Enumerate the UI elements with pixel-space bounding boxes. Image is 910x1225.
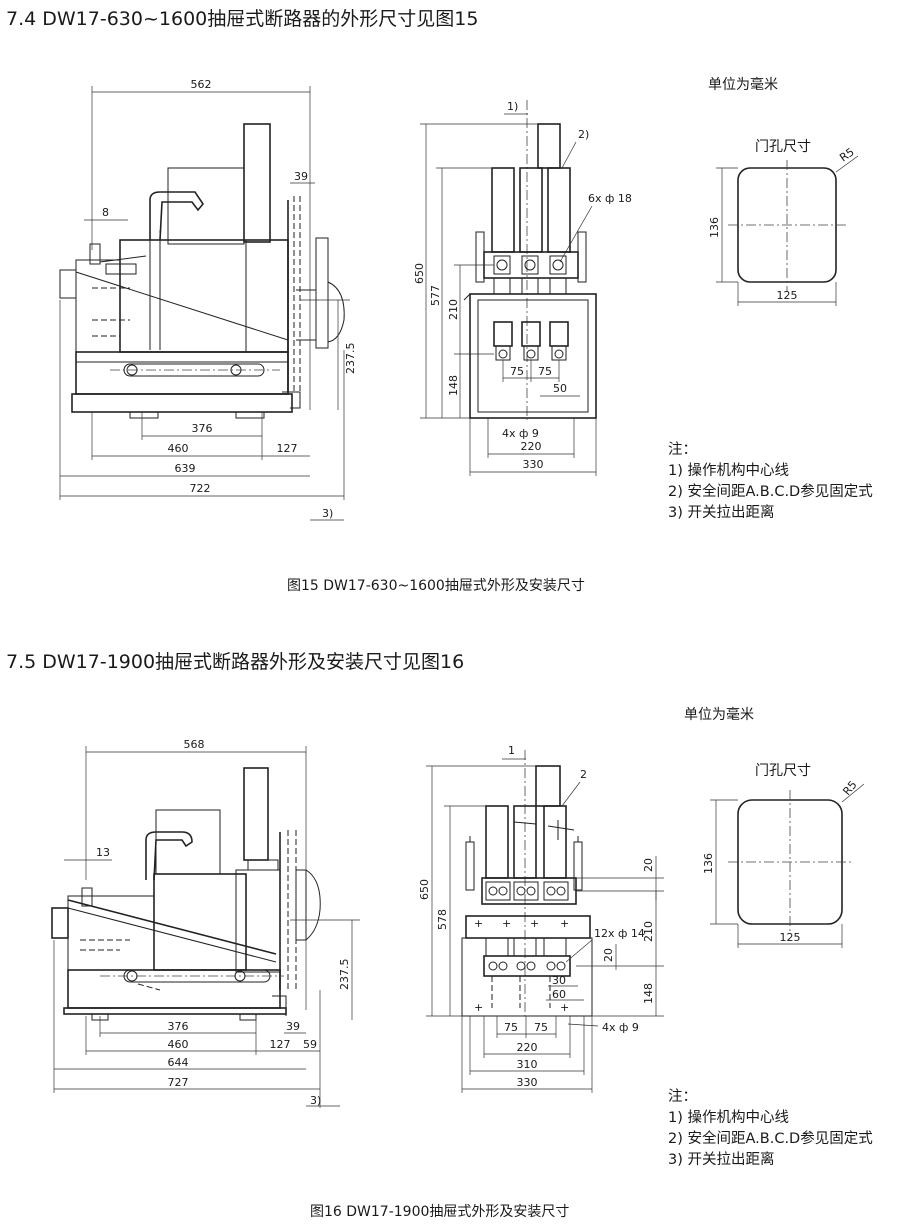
dim-13: 13 (96, 846, 110, 859)
svg-text:+: + (530, 917, 539, 930)
note-item: 1) 操作机构中心线 (668, 463, 789, 479)
note-2-marker: 2 (580, 768, 587, 781)
door-radius: R5 (837, 145, 856, 164)
note-item: 3) 开关拉出距离 (668, 1152, 775, 1168)
section1-unit-label: 单位为毫米 (708, 77, 778, 93)
door-radius: R5 (840, 778, 859, 798)
dim-75a: 75 (504, 1021, 518, 1034)
section2-unit-label: 单位为毫米 (684, 707, 754, 723)
fig16-front-view: 1 2 ++ ++ ++ 650 578 20 210 148 1 (418, 744, 664, 1093)
dim-727: 727 (168, 1076, 189, 1089)
dim-310: 310 (517, 1058, 538, 1071)
dim-210: 210 (447, 299, 460, 320)
note-3-marker: 3) (322, 507, 333, 520)
dim-148: 148 (447, 375, 460, 396)
dim-50: 50 (553, 382, 567, 395)
door-height: 136 (708, 217, 721, 238)
door-width: 125 (780, 931, 801, 944)
holes-4x9: 4x ф 9 (502, 427, 539, 440)
dim-639: 639 (175, 462, 196, 475)
dim-650: 650 (413, 263, 426, 284)
holes-12x14: 12x ф 14 (594, 927, 645, 940)
svg-text:+: + (474, 917, 483, 930)
dim-39: 39 (286, 1020, 300, 1033)
dim-8: 8 (102, 206, 109, 219)
notes-title: 注： (668, 1089, 697, 1105)
note-1-marker: 1 (508, 744, 515, 757)
section1-door-label: 门孔尺寸 (755, 139, 811, 155)
dim-330: 330 (523, 458, 544, 471)
dim-210: 210 (642, 921, 655, 942)
fig16-side-view: 568 13 237.5 376 39 460 127 59 644 727 (51, 738, 360, 1108)
door-height: 136 (702, 853, 715, 874)
section2-caption: 图16 DW17-1900抽屉式外形及安装尺寸 (310, 1204, 570, 1220)
dim-460: 460 (168, 1038, 189, 1051)
section1-heading: 7.4 DW17-630~1600抽屉式断路器的外形尺寸见图15 (6, 8, 479, 30)
dim-562: 562 (191, 78, 212, 91)
dim-460: 460 (168, 442, 189, 455)
section1-notes: 注： 1) 操作机构中心线 2) 安全间距A.B.C.D参见固定式 3) 开关拉… (668, 440, 873, 524)
dim-376: 376 (192, 422, 213, 435)
notes-title: 注： (668, 442, 697, 458)
fig15-front-view: 1) 2) 6x ф 18 650 577 210 148 (413, 100, 632, 476)
dim-220: 220 (517, 1041, 538, 1054)
dim-148: 148 (642, 983, 655, 1004)
dim-75a: 75 (510, 365, 524, 378)
dim-20a: 20 (642, 858, 655, 872)
note-item: 1) 操作机构中心线 (668, 1110, 789, 1126)
section2-door-label: 门孔尺寸 (755, 763, 811, 779)
note-3-marker: 3) (310, 1094, 321, 1107)
dim-127: 127 (277, 442, 298, 455)
svg-text:+: + (474, 1001, 483, 1014)
dim-722: 722 (190, 482, 211, 495)
dim-220: 220 (521, 440, 542, 453)
dim-60: 60 (552, 988, 566, 1001)
dim-237-5: 237.5 (338, 959, 351, 991)
dim-376: 376 (168, 1020, 189, 1033)
fig16-door-cutout: R5 136 125 (702, 778, 865, 948)
dim-650: 650 (418, 879, 431, 900)
dim-75b: 75 (538, 365, 552, 378)
dim-127: 127 (270, 1038, 291, 1051)
note-1-marker: 1) (507, 100, 518, 113)
note-item: 3) 开关拉出距离 (668, 505, 775, 521)
holes-6x18: 6x ф 18 (588, 192, 632, 205)
dim-237-5: 237.5 (344, 343, 357, 375)
dim-59: 59 (303, 1038, 317, 1051)
dim-30: 30 (552, 974, 566, 987)
note-item: 2) 安全间距A.B.C.D参见固定式 (668, 484, 873, 500)
dim-578: 578 (436, 909, 449, 930)
dim-568: 568 (184, 738, 205, 751)
dim-644: 644 (168, 1056, 189, 1069)
door-width: 125 (777, 289, 798, 302)
dim-75b: 75 (534, 1021, 548, 1034)
svg-text:+: + (502, 917, 511, 930)
dim-20b: 20 (602, 948, 615, 962)
fig15-side-view: 562 39 8 237.5 376 460 127 (59, 78, 357, 521)
note-item: 2) 安全间距A.B.C.D参见固定式 (668, 1131, 873, 1147)
fig15-door-cutout: R5 136 125 (708, 145, 859, 306)
section2-heading: 7.5 DW17-1900抽屉式断路器外形及安装尺寸见图16 (6, 651, 465, 673)
svg-text:+: + (560, 917, 569, 930)
section1-caption: 图15 DW17-630~1600抽屉式外形及安装尺寸 (287, 578, 585, 594)
dim-39: 39 (294, 170, 308, 183)
holes-4x9: 4x ф 9 (602, 1021, 639, 1034)
note-2-marker: 2) (578, 128, 589, 141)
dim-577: 577 (429, 285, 442, 306)
dim-330: 330 (517, 1076, 538, 1089)
section2-notes: 注： 1) 操作机构中心线 2) 安全间距A.B.C.D参见固定式 3) 开关拉… (668, 1087, 873, 1171)
svg-text:+: + (560, 1001, 569, 1014)
